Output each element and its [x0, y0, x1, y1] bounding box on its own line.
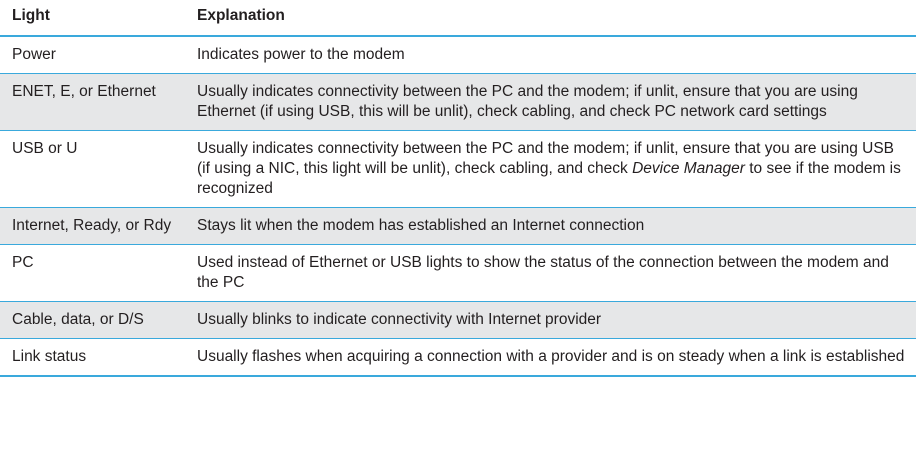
explanation-italic-term: Device Manager: [632, 160, 745, 177]
explanation-cell: Usually indicates connectivity between t…: [185, 130, 916, 208]
explanation-cell: Used instead of Ethernet or USB lights t…: [185, 244, 916, 302]
modem-lights-table: Light Explanation Power Indicates power …: [0, 0, 916, 377]
header-row: Light Explanation: [0, 0, 916, 37]
light-cell: Link status: [0, 338, 185, 377]
light-cell: Power: [0, 36, 185, 74]
explanation-cell: Usually flashes when acquiring a connect…: [185, 338, 916, 377]
header-light: Light: [0, 0, 185, 37]
table-row: ENET, E, or Ethernet Usually indicates c…: [0, 73, 916, 131]
table-row: PC Used instead of Ethernet or USB light…: [0, 244, 916, 302]
light-cell: ENET, E, or Ethernet: [0, 73, 185, 131]
light-cell: Cable, data, or D/S: [0, 301, 185, 339]
explanation-text: to see if the modem is recognized: [197, 160, 901, 197]
explanation-cell: Indicates power to the modem: [185, 36, 916, 74]
table-row: Internet, Ready, or Rdy Stays lit when t…: [0, 207, 916, 245]
table-row: Cable, data, or D/S Usually blinks to in…: [0, 301, 916, 339]
explanation-text: Usually indicates connectivity between t…: [197, 140, 895, 177]
header-explanation: Explanation: [185, 0, 916, 37]
table-row: USB or U Usually indicates connectivity …: [0, 130, 916, 208]
explanation-cell: Usually indicates connectivity between t…: [185, 73, 916, 131]
table-row: Power Indicates power to the modem: [0, 36, 916, 74]
explanation-cell: Usually blinks to indicate connectivity …: [185, 301, 916, 339]
explanation-cell: Stays lit when the modem has established…: [185, 207, 916, 245]
light-cell: PC: [0, 244, 185, 302]
light-cell: USB or U: [0, 130, 185, 208]
light-cell: Internet, Ready, or Rdy: [0, 207, 185, 245]
table-row: Link status Usually flashes when acquiri…: [0, 338, 916, 377]
